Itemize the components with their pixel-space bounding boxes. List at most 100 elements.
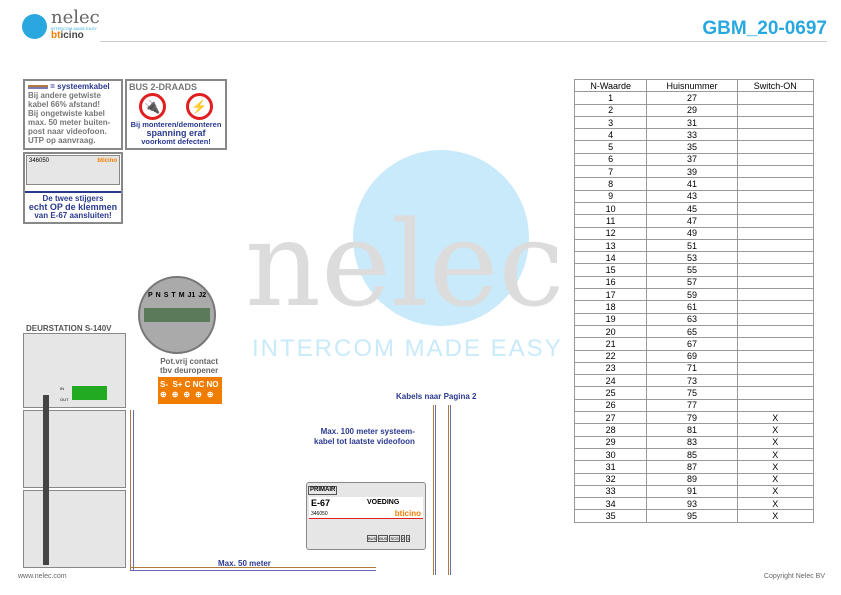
table-cell <box>736 91 815 105</box>
table-cell <box>736 275 815 290</box>
table-cell: 35 <box>646 140 738 154</box>
table-cell: 28 <box>573 423 648 437</box>
table-cell: 39 <box>646 165 738 179</box>
table-cell: 13 <box>573 238 648 253</box>
table-cell <box>736 128 815 142</box>
watermark-tagline: INTERCOM MADE EASY <box>252 335 563 362</box>
table-cell: 33 <box>646 128 738 142</box>
potential-free-contact: S- S+ C NC NO⊕⊕⊕⊕⊕ <box>158 377 222 404</box>
brand-tagline: INTERCOM MADE EASY <box>51 26 97 31</box>
table-cell: 15 <box>573 263 648 277</box>
table-cell: 18 <box>573 300 648 314</box>
doorstation-module-1: IN OUT <box>23 333 126 408</box>
header-divider <box>100 41 827 42</box>
table-cell <box>736 312 815 326</box>
table-cell: 41 <box>646 177 738 191</box>
table-cell: 77 <box>646 398 738 413</box>
table-cell: 19 <box>573 312 648 326</box>
system-cable <box>130 567 376 571</box>
doorstation-title: DEURSTATION S-140V <box>26 324 112 333</box>
table-cell: 4 <box>573 128 648 142</box>
table-cell: 79 <box>646 411 738 425</box>
table-cell <box>736 263 815 277</box>
nelec-logo-icon <box>22 14 47 39</box>
table-cell: 49 <box>646 226 738 240</box>
table-cell: X <box>736 423 815 437</box>
watermark-logo-circle <box>353 150 529 326</box>
column-header: N-Waarde <box>573 78 648 93</box>
table-cell <box>736 165 815 179</box>
table-cell: 87 <box>646 460 738 474</box>
no-power-icon: ⚡ <box>186 93 213 120</box>
table-cell: 61 <box>646 300 738 314</box>
terminal-block <box>72 386 107 400</box>
table-cell: 67 <box>646 337 738 351</box>
table-cell: 26 <box>573 398 648 413</box>
table-cell: 69 <box>646 349 738 363</box>
table-cell: 55 <box>646 263 738 277</box>
e67-wiring-note: 346050 bticino De twee stijgers echt OP … <box>23 152 123 224</box>
footer-copyright: Copyright Nelec BV <box>763 573 825 580</box>
table-cell: 45 <box>646 201 738 216</box>
system-cable <box>448 405 451 575</box>
table-cell: 31 <box>573 460 648 474</box>
table-cell: 7 <box>573 165 648 179</box>
table-cell <box>736 189 815 203</box>
watermark-text: nelec <box>245 195 565 333</box>
footer-website: www.nelec.com <box>18 573 67 580</box>
table-cell: 37 <box>646 152 738 167</box>
table-cell <box>736 251 815 265</box>
riser-cable <box>43 395 49 565</box>
table-cell: 27 <box>646 91 738 105</box>
table-cell: 93 <box>646 497 738 511</box>
table-cell <box>736 115 815 130</box>
table-cell <box>736 226 815 240</box>
table-cell: 29 <box>573 435 648 449</box>
bus-warning-box: BUS 2-DRAADS 🔌 ⚡ Bij monteren/demonteren… <box>125 79 227 150</box>
table-cell: 14 <box>573 251 648 265</box>
table-cell: 6 <box>573 152 648 167</box>
table-cell <box>736 361 815 376</box>
table-cell: X <box>736 472 815 486</box>
table-cell: 12 <box>573 226 648 240</box>
table-cell: 3 <box>573 115 648 130</box>
brand-name: nelec <box>51 7 100 28</box>
table-cell <box>736 288 815 302</box>
table-cell: 25 <box>573 386 648 400</box>
table-cell: 33 <box>573 484 648 499</box>
table-cell: 71 <box>646 361 738 376</box>
document-id: GBM_20-0697 <box>702 18 827 39</box>
table-cell <box>736 140 815 154</box>
table-cell <box>736 386 815 400</box>
no-plug-icon: 🔌 <box>139 93 166 120</box>
table-cell: 2 <box>573 103 648 117</box>
table-cell: 9 <box>573 189 648 203</box>
table-cell: 59 <box>646 288 738 302</box>
table-cell: X <box>736 509 815 523</box>
table-cell: X <box>736 484 815 499</box>
table-cell: 81 <box>646 423 738 437</box>
column-header: Switch-ON <box>736 78 815 93</box>
